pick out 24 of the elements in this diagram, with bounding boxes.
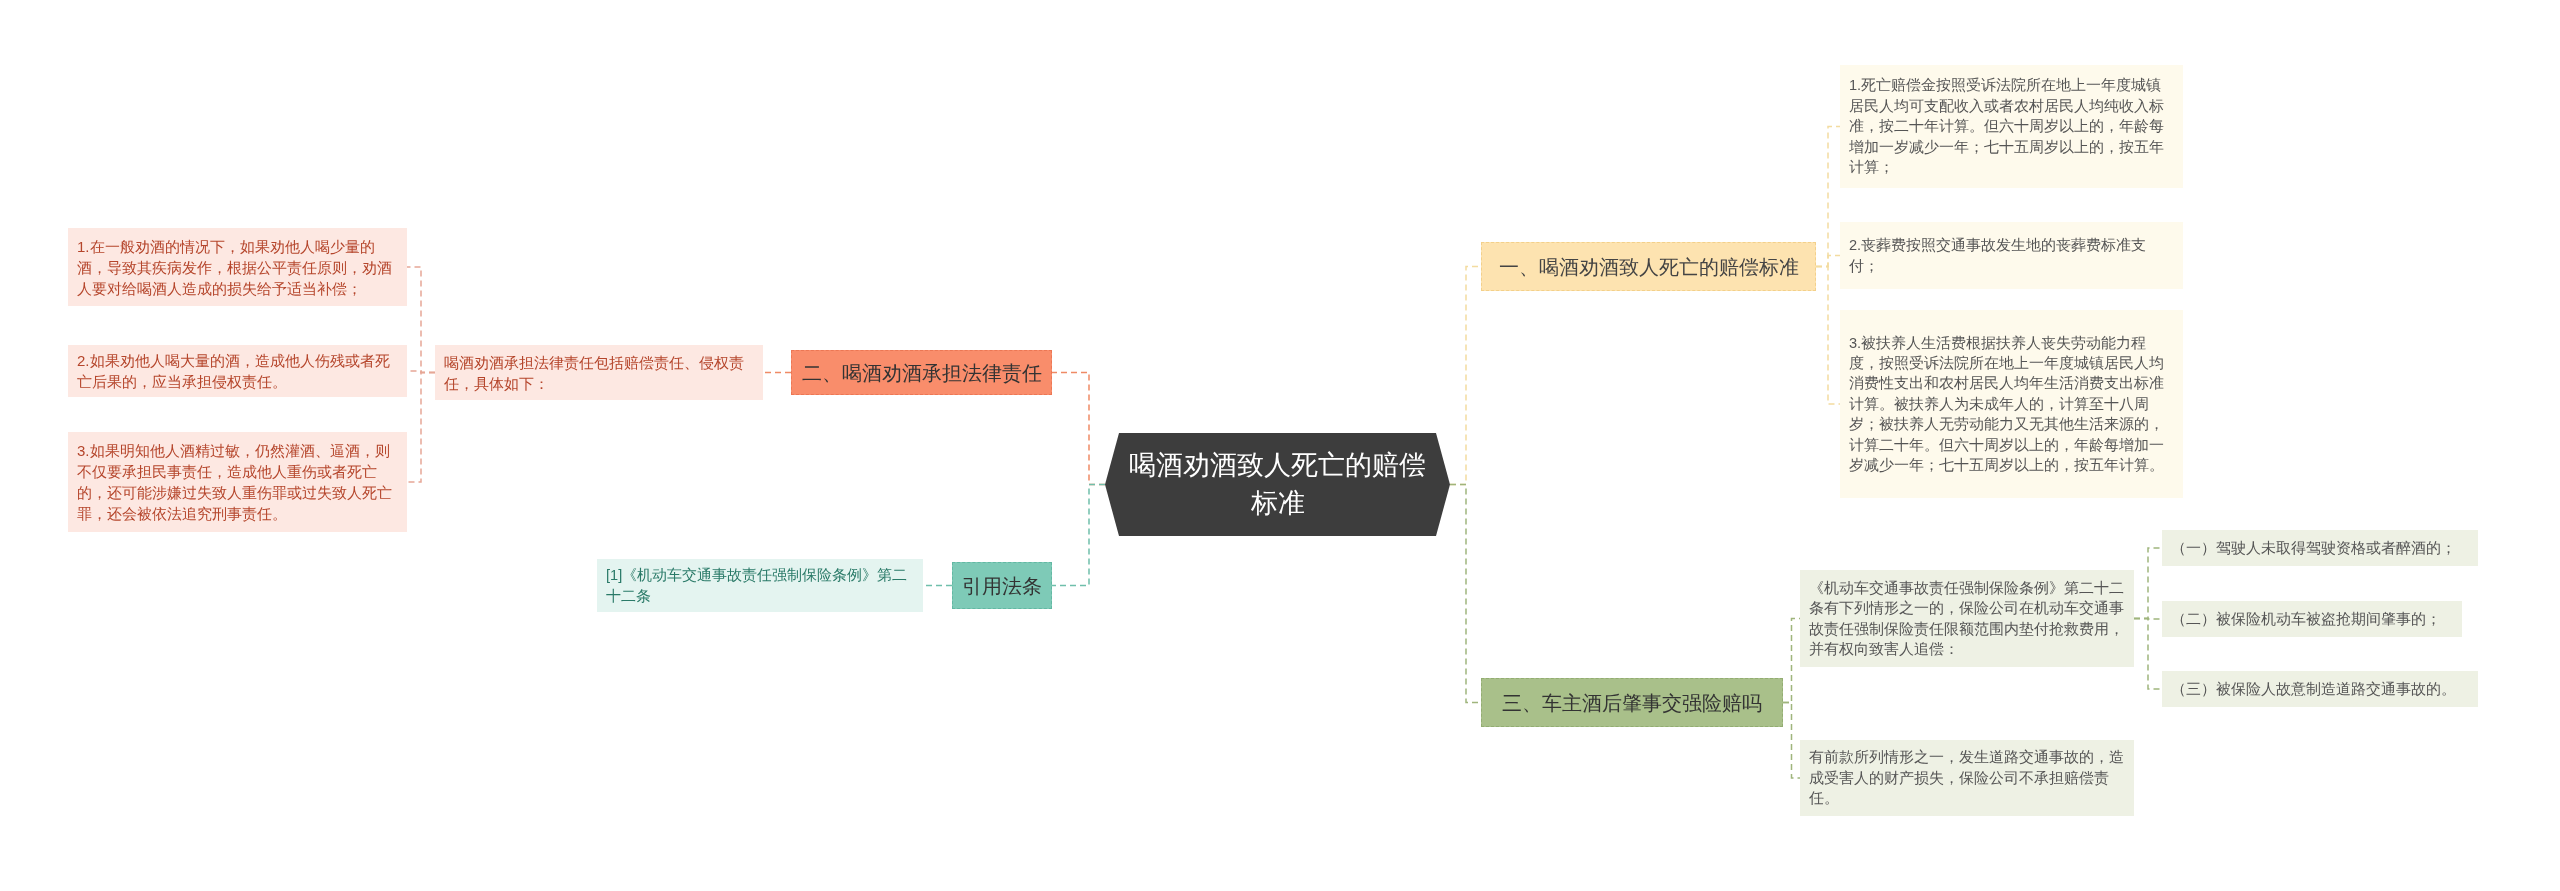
text-card: 1.在一般劝酒的情况下，如果劝他人喝少量的酒，导致其疾病发作，根据公平责任原则，劝酒人要对给喝酒人造成的损失给予适当补偿； bbox=[68, 228, 407, 306]
text-card: 《机动车交通事故责任强制保险条例》第二十二条有下列情形之一的，保险公司在机动车交通事故责任强制保险责任限额范围内垫付抢救费用，并有权向致害人追偿： bbox=[1800, 570, 2134, 667]
connector-line bbox=[406, 371, 436, 483]
text-card: 2.如果劝他人喝大量的酒，造成他人伤残或者死亡后果的，应当承担侵权责任。 bbox=[68, 345, 407, 397]
branch-topic: 三、车主酒后肇事交强险赔吗 bbox=[1481, 678, 1783, 727]
text-card: （三）被保险人故意制造道路交通事故的。 bbox=[2162, 671, 2478, 707]
connector-line bbox=[1815, 265, 1841, 405]
text-card: 3.被扶养人生活费根据扶养人丧失劳动能力程度，按照受诉法院所在地上一年度城镇居民人均消费性支出和农村居民人均年生活消费支出标准计算。被扶养人为未成年人的，计算至十八周岁；被扶养人无劳动能力又无其他生活来源的，计算二十年。但六十周岁以上的，年龄每增加一岁减少一年；七十五周岁以上的，按五年计算。 bbox=[1840, 310, 2183, 498]
text-card: 3.如果明知他人酒精过敏，仍然灌酒、逼酒，则不仅要承担民事责任，造成他人重伤或者死亡的，还可能涉嫌过失致人重伤罪或过失致人死亡罪，还会被依法追究刑事责任。 bbox=[68, 432, 407, 532]
text-card: 2.丧葬费按照交通事故发生地的丧葬费标准支付； bbox=[1840, 222, 2183, 289]
connector-line bbox=[1782, 701, 1801, 779]
connector-line bbox=[762, 371, 792, 374]
connector-line bbox=[1051, 483, 1106, 587]
text-card: （二）被保险机动车被盗抢期间肇事的； bbox=[2162, 601, 2462, 637]
central-topic: 喝酒劝酒致人死亡的赔偿标准 bbox=[1105, 433, 1450, 536]
text-card: [1]《机动车交通事故责任强制保险条例》第二十二条 bbox=[597, 559, 923, 612]
text-card: （一）驾驶人未取得驾驶资格或者醉酒的； bbox=[2162, 530, 2478, 566]
text-card: 1.死亡赔偿金按照受诉法院所在地上一年度城镇居民人均可支配收入或者农村居民人均纯收入标准，按二十年计算。但六十周岁以上的，年龄每增加一岁减少一年；七十五周岁以上的，按五年计算； bbox=[1840, 65, 2183, 188]
text-card: 有前款所列情形之一，发生道路交通事故的，造成受害人的财产损失，保险公司不承担赔偿责任。 bbox=[1800, 740, 2134, 816]
branch-topic: 二、喝酒劝酒承担法律责任 bbox=[791, 350, 1052, 395]
text-card: 喝酒劝酒承担法律责任包括赔偿责任、侵权责任，具体如下： bbox=[435, 345, 763, 400]
connector-line bbox=[2133, 617, 2163, 690]
branch-topic: 引用法条 bbox=[952, 562, 1052, 609]
branch-topic: 一、喝酒劝酒致人死亡的赔偿标准 bbox=[1481, 242, 1816, 291]
